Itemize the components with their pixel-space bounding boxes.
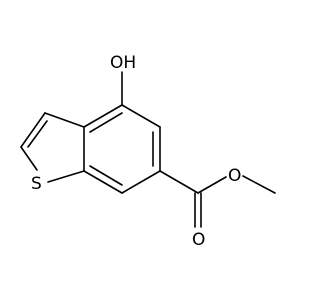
carbonyl-oxygen-label: O <box>192 230 205 250</box>
bond-c6-c7 <box>121 170 161 194</box>
bond-c2-s <box>20 146 38 171</box>
thiophene-ring <box>20 112 85 183</box>
bond-c7-c7a-inner <box>89 165 123 186</box>
bond-c4-c5 <box>121 104 161 128</box>
bond-s-c7a <box>47 170 85 183</box>
bond-c3a-c4-inner <box>89 112 123 133</box>
ester-oxygen-label: O <box>228 166 241 186</box>
molecule-structure: OH S O O <box>20 53 276 250</box>
hydroxyl-label: OH <box>110 53 136 73</box>
bond-carbonyl-oxygen <box>197 176 227 194</box>
molecule-canvas: OH S O O <box>20 53 276 250</box>
bond-c6-carbonyl <box>159 170 199 194</box>
bond-c3-c2 <box>20 112 46 148</box>
bond-oxygen-methyl <box>242 175 276 194</box>
bond-c3a-c4 <box>83 104 123 128</box>
bond-c3-c2-inner <box>27 120 48 148</box>
ester-group <box>159 170 276 228</box>
bond-c3a-c3 <box>44 112 85 128</box>
sulfur-label: S <box>31 174 42 194</box>
bond-c7-c7a <box>83 170 123 194</box>
benzene-ring <box>83 104 161 194</box>
